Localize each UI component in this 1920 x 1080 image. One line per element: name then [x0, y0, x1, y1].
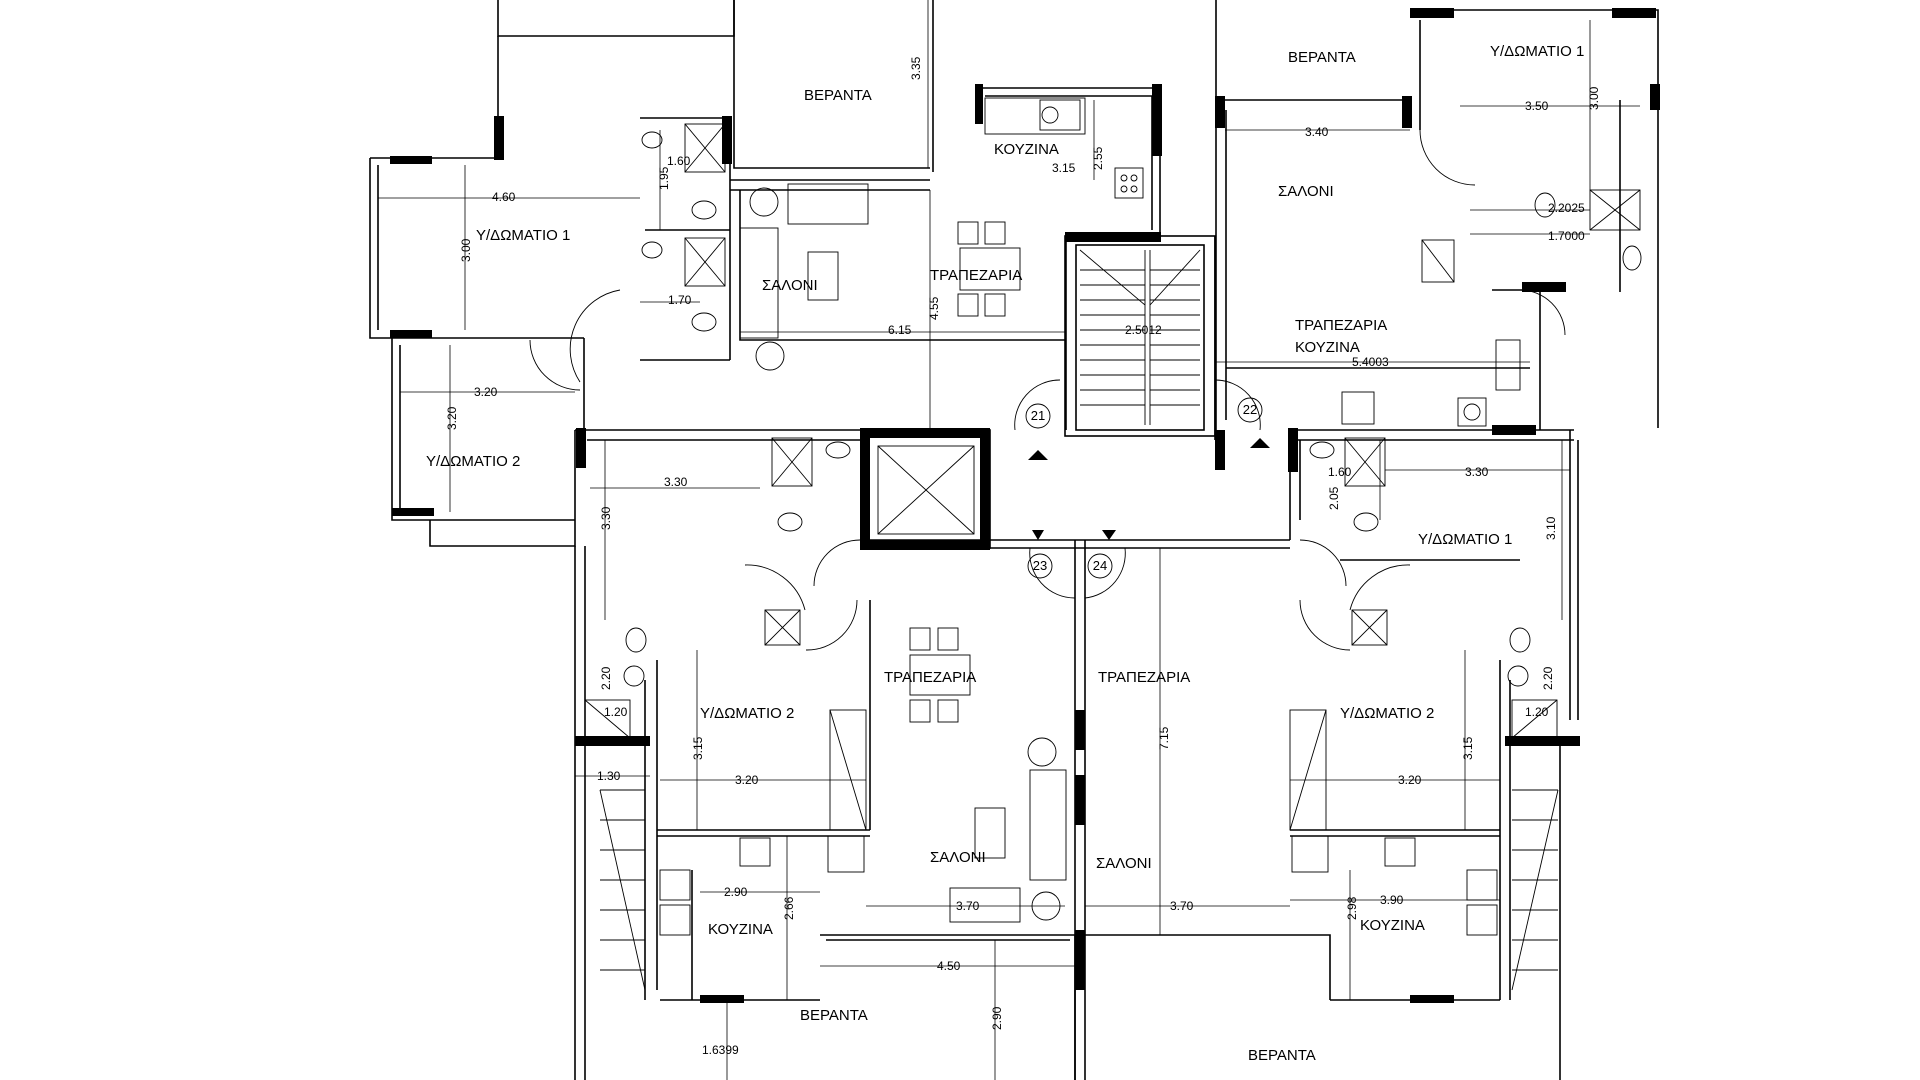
- dim-label: 2.98: [1345, 896, 1359, 920]
- dim-label: 3.00: [459, 238, 473, 262]
- dim-label: 1.30: [597, 769, 621, 783]
- dim-label: 2.05: [1327, 486, 1341, 510]
- structural-columns: [390, 8, 1660, 1003]
- room-label-dining-bottom-left: ΤΡΑΠΕΖΑΡΙΑ: [884, 669, 976, 686]
- dim-label: 3.15: [1052, 161, 1076, 175]
- dim-label: 3.20: [735, 773, 759, 787]
- stair-markers: [1025, 397, 1270, 579]
- room-label-kitchen-bottom-right: ΚΟΥΖΙΝΑ: [1360, 917, 1425, 934]
- dim-label: 2.5012: [1125, 323, 1162, 337]
- room-label-veranda-bottom-right: ΒΕΡΑΝΤΑ: [1248, 1047, 1316, 1064]
- stair-number: 24: [1093, 558, 1107, 573]
- dim-label: 3.30: [664, 475, 688, 489]
- dim-label: 1.20: [1525, 705, 1549, 719]
- lift-shaft: [877, 445, 975, 535]
- dim-label: 2.55: [1091, 146, 1105, 170]
- dim-label: 2.20: [599, 666, 613, 690]
- dim-label: 2.66: [782, 896, 796, 920]
- dim-label: 3.15: [691, 736, 705, 760]
- room-label-bedroom2-bottom-left: Υ/ΔΩΜΑΤΙΟ 2: [700, 705, 794, 722]
- dim-label: 1.95: [657, 166, 671, 190]
- dim-label: 3.20: [474, 385, 498, 399]
- room-label-veranda-top-right: ΒΕΡΑΝΤΑ: [1288, 49, 1356, 66]
- dim-label: 3.35: [909, 56, 923, 80]
- dim-label: 3.50: [1525, 99, 1549, 113]
- dim-label: 2.2025: [1548, 201, 1585, 215]
- room-label-dining-top: ΤΡΑΠΕΖΑΡΙΑ: [930, 267, 1022, 284]
- stair-number: 22: [1243, 402, 1257, 417]
- dimension-lines: [378, 0, 1640, 1080]
- dim-label: 1.7000: [1548, 229, 1585, 243]
- stair-number-labels: 21 22 23 24: [1031, 402, 1257, 573]
- dim-label: 3.70: [956, 899, 980, 913]
- dim-label: 4.55: [927, 296, 941, 320]
- dim-label: 1.70: [668, 293, 692, 307]
- stair-number: 21: [1031, 408, 1045, 423]
- dim-label: 3.10: [1544, 516, 1558, 540]
- room-labels: ΒΕΡΑΝΤΑ ΒΕΡΑΝΤΑ Υ/ΔΩΜΑΤΙΟ 1 ΚΟΥΖΙΝΑ ΣΑΛΟ…: [426, 43, 1584, 1064]
- dim-label: 2.20: [1541, 666, 1555, 690]
- room-label-kitchen-top: ΚΟΥΖΙΝΑ: [994, 141, 1059, 158]
- dim-label: 7.15: [1157, 726, 1171, 750]
- room-label-dining-kitchen-right: ΤΡΑΠΕΖΑΡΙΑ: [1295, 317, 1387, 334]
- room-label-kitchen-bottom-left: ΚΟΥΖΙΝΑ: [708, 921, 773, 938]
- room-label-salon-bottom-right: ΣΑΛΟΝΙ: [1096, 855, 1152, 872]
- room-label-dining-bottom-right: ΤΡΑΠΕΖΑΡΙΑ: [1098, 669, 1190, 686]
- room-label-kitchen-right: ΚΟΥΖΙΝΑ: [1295, 339, 1360, 356]
- dim-label: 3.30: [599, 506, 613, 530]
- dim-label: 3.20: [1398, 773, 1422, 787]
- dim-label: 3.20: [445, 406, 459, 430]
- room-label-salon-top: ΣΑΛΟΝΙ: [762, 277, 818, 294]
- dim-label: 3.40: [1305, 125, 1329, 139]
- dim-label: 2.90: [990, 1006, 1004, 1030]
- room-label-salon-bottom-left: ΣΑΛΟΝΙ: [930, 849, 986, 866]
- dim-label: 3.90: [1380, 893, 1404, 907]
- dim-label: 1.60: [1328, 465, 1352, 479]
- dim-label: 1.20: [604, 705, 628, 719]
- room-label-bedroom2-bottom-right: Υ/ΔΩΜΑΤΙΟ 2: [1340, 705, 1434, 722]
- dim-label: 4.50: [937, 959, 961, 973]
- dim-label: 3.15: [1461, 736, 1475, 760]
- dim-label: 6.15: [888, 323, 912, 337]
- dimension-labels: 3.35 3.50 3.00 3.40 1.60 1.95 3.15 2.55 …: [445, 56, 1601, 1057]
- room-label-veranda-top-left: ΒΕΡΑΝΤΑ: [804, 87, 872, 104]
- room-label-bedroom2-left: Υ/ΔΩΜΑΤΙΟ 2: [426, 453, 520, 470]
- room-label-bedroom1-mid-right: Υ/ΔΩΜΑΤΙΟ 1: [1418, 531, 1512, 548]
- dim-label: 5.4003: [1352, 355, 1389, 369]
- dim-label: 1.60: [667, 154, 691, 168]
- room-label-veranda-bottom-left: ΒΕΡΑΝΤΑ: [800, 1007, 868, 1024]
- room-label-bedroom1-left: Υ/ΔΩΜΑΤΙΟ 1: [476, 227, 570, 244]
- dim-label: 4.60: [492, 190, 516, 204]
- dim-label: 3.30: [1465, 465, 1489, 479]
- dim-label: 1.6399: [702, 1043, 739, 1057]
- dim-label: 2.90: [724, 885, 748, 899]
- door-swings: [529, 129, 1566, 651]
- room-label-bedroom1-top-right: Υ/ΔΩΜΑΤΙΟ 1: [1490, 43, 1584, 60]
- staircase: [599, 249, 1559, 991]
- dim-label: 3.00: [1587, 86, 1601, 110]
- furniture: [584, 97, 1642, 936]
- stair-number: 23: [1033, 558, 1047, 573]
- dim-label: 3.70: [1170, 899, 1194, 913]
- room-label-salon-top-right: ΣΑΛΟΝΙ: [1278, 183, 1334, 200]
